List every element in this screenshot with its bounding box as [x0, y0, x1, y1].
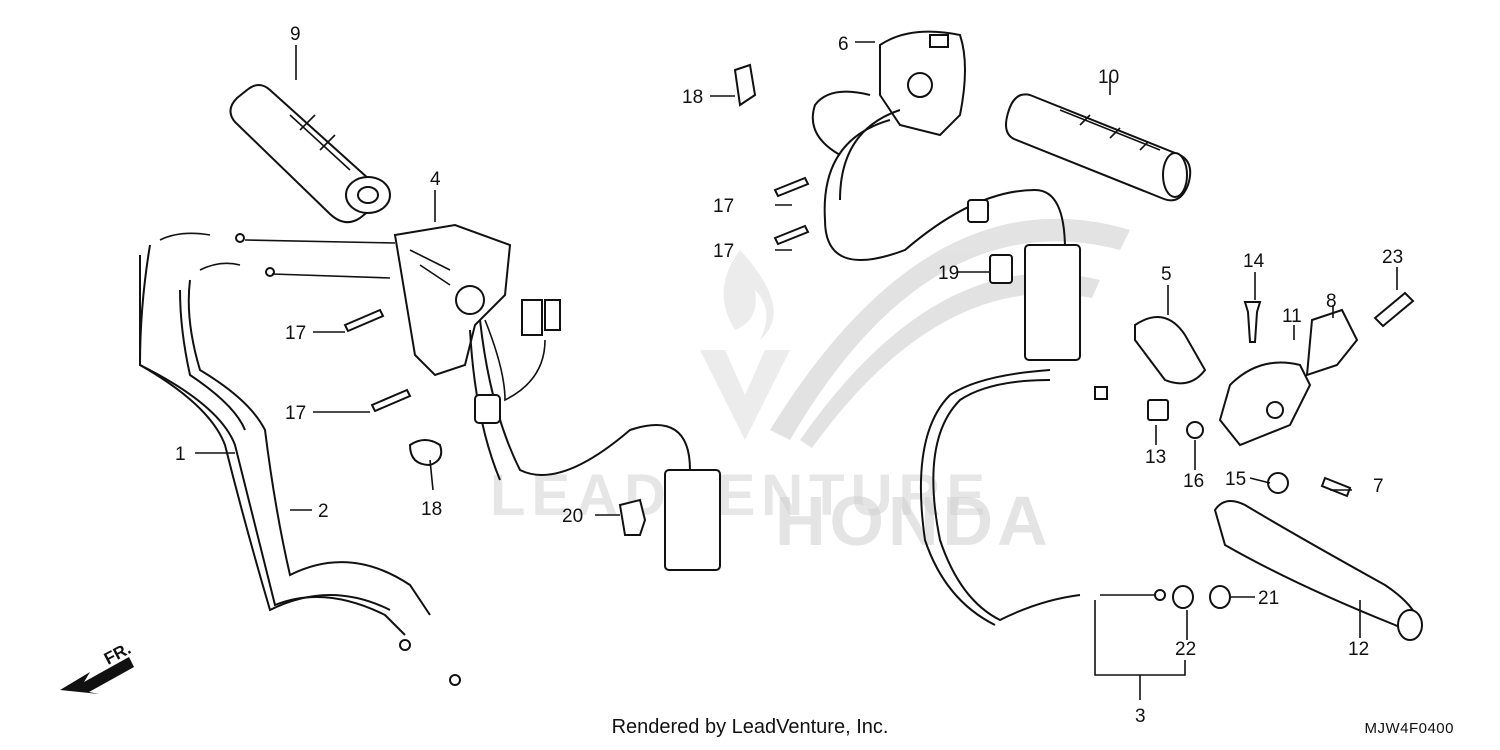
callout-16: 16: [1183, 471, 1204, 492]
honda-watermark-text: HONDA: [775, 482, 1052, 560]
callout-12: 12: [1348, 639, 1369, 660]
rendered-by-credit: Rendered by LeadVenture, Inc.: [611, 716, 889, 738]
callout-4: 4: [430, 169, 441, 190]
leader-lines: [195, 41, 1398, 700]
callout-11: 11: [1282, 306, 1302, 327]
harness-right: [811, 90, 1081, 361]
callout-21: 21: [1258, 588, 1279, 609]
callout-23: 23: [1382, 247, 1403, 268]
callout-14: 14: [1243, 251, 1265, 272]
callout-17c: 17: [285, 323, 306, 344]
callout-13: 13: [1145, 447, 1166, 468]
callout-17a: 17: [713, 196, 734, 217]
callout-10: 10: [1098, 67, 1119, 88]
callout-7: 7: [1373, 476, 1384, 497]
leadventure-watermark-text: LEADVENTURE: [490, 463, 991, 528]
front-direction-arrow: FR.: [60, 639, 134, 694]
small-parts: [343, 63, 1013, 536]
leadventure-watermark: LEADVENTURE: [490, 250, 991, 528]
callout-1: 1: [175, 444, 186, 465]
switch-housing-left: [393, 223, 512, 377]
callout-19: 19: [938, 263, 959, 284]
switch-housing-right: [879, 30, 966, 137]
callout-17d: 17: [285, 403, 306, 424]
callout-9: 9: [290, 24, 301, 45]
lever-assembly: [1134, 291, 1423, 641]
callouts: 1 2 3 4 5 6 7 8 9 10 11 12 13 14 15 16 1…: [175, 24, 1403, 727]
callout-15: 15: [1225, 469, 1246, 490]
callout-18b: 18: [421, 499, 442, 520]
callout-2: 2: [318, 501, 329, 522]
callout-6: 6: [838, 34, 849, 55]
callout-17b: 17: [713, 241, 734, 262]
clutch-cable: [919, 369, 1166, 626]
callout-20: 20: [562, 506, 583, 527]
callout-5: 5: [1161, 264, 1172, 285]
callout-8: 8: [1326, 291, 1337, 312]
grip-left: [229, 84, 391, 224]
grip-right: [1005, 93, 1192, 202]
callout-3: 3: [1135, 706, 1146, 727]
callout-22: 22: [1175, 639, 1196, 660]
harness-left: [469, 299, 721, 571]
throttle-cables: [138, 232, 461, 686]
callout-18a: 18: [682, 87, 703, 108]
diagram-code: MJW4F0400: [1364, 720, 1454, 737]
